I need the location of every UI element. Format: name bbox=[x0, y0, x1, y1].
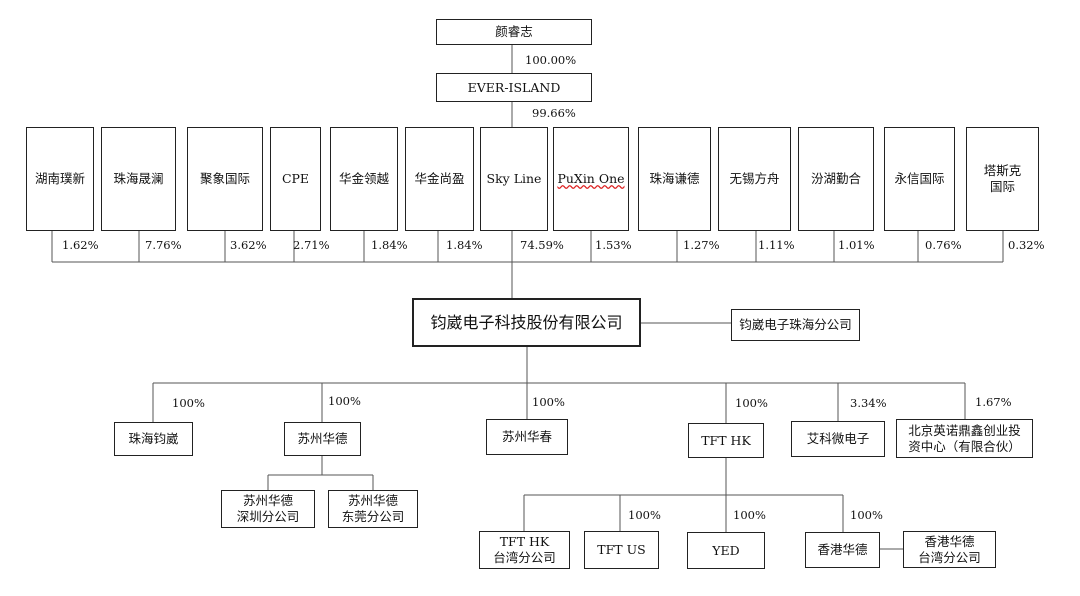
shareholder-pct: 1.84% bbox=[446, 238, 483, 252]
shareholder-box: 汾湖勤合 bbox=[798, 127, 874, 231]
shareholder-box: CPE bbox=[270, 127, 321, 231]
shareholder-pct: 1.84% bbox=[371, 238, 408, 252]
tfthk-child-pct: 100% bbox=[628, 508, 661, 522]
subsidiary-box: 珠海钧崴 bbox=[114, 422, 193, 456]
hk-branch-box: 香港华德 台湾分公司 bbox=[903, 531, 996, 568]
shareholder-pct: 0.32% bbox=[1008, 238, 1045, 252]
shareholder-label: PuXin One bbox=[557, 171, 625, 187]
subsidiary-pct: 100% bbox=[328, 394, 361, 408]
company-branch-box: 钧崴电子珠海分公司 bbox=[731, 309, 860, 341]
suzhou-branch-box: 苏州华德 东莞分公司 bbox=[328, 490, 418, 528]
shareholder-pct: 1.62% bbox=[62, 238, 99, 252]
shareholder-box: PuXin One bbox=[553, 127, 629, 231]
shareholder-box: 珠海晟澜 bbox=[101, 127, 176, 231]
subsidiary-pct: 100% bbox=[172, 396, 205, 410]
subsidiary-box: 苏州华德 bbox=[284, 422, 361, 456]
shareholder-pct: 7.76% bbox=[145, 238, 182, 252]
tfthk-child-box: TFT HK 台湾分公司 bbox=[479, 531, 570, 569]
shareholder-pct: 74.59% bbox=[520, 238, 564, 252]
shareholder-pct: 0.76% bbox=[925, 238, 962, 252]
tfthk-child-pct: 100% bbox=[850, 508, 883, 522]
shareholder-box: 华金尚盈 bbox=[405, 127, 474, 231]
subsidiary-box: TFT HK bbox=[688, 423, 764, 458]
shareholder-pct: 1.01% bbox=[838, 238, 875, 252]
tfthk-child-box: YED bbox=[687, 532, 765, 569]
subsidiary-box: 苏州华春 bbox=[486, 419, 568, 455]
holding-pct: 99.66% bbox=[532, 106, 576, 120]
shareholder-pct: 1.53% bbox=[595, 238, 632, 252]
subsidiary-box: 北京英诺鼎鑫创业投 资中心（有限合伙） bbox=[896, 419, 1033, 458]
tfthk-child-pct: 100% bbox=[733, 508, 766, 522]
shareholder-box: 塔斯克 国际 bbox=[966, 127, 1039, 231]
shareholder-box: 聚象国际 bbox=[187, 127, 263, 231]
tfthk-child-box: TFT US bbox=[584, 531, 659, 569]
shareholder-box: Sky Line bbox=[480, 127, 548, 231]
shareholder-pct: 1.11% bbox=[758, 238, 795, 252]
shareholder-box: 湖南璞新 bbox=[26, 127, 94, 231]
shareholder-pct: 2.71% bbox=[293, 238, 330, 252]
subsidiary-pct: 100% bbox=[735, 396, 768, 410]
subsidiary-box: 艾科微电子 bbox=[791, 421, 885, 457]
company-box: 钧崴电子科技股份有限公司 bbox=[412, 298, 641, 347]
subsidiary-pct: 3.34% bbox=[850, 396, 887, 410]
subsidiary-pct: 1.67% bbox=[975, 395, 1012, 409]
shareholder-box: 永信国际 bbox=[884, 127, 955, 231]
shareholder-pct: 3.62% bbox=[230, 238, 267, 252]
tfthk-child-box: 香港华德 bbox=[805, 532, 880, 568]
subsidiary-pct: 100% bbox=[532, 395, 565, 409]
shareholder-pct: 1.27% bbox=[683, 238, 720, 252]
owner-box: 颜睿志 bbox=[436, 19, 592, 45]
shareholder-box: 无锡方舟 bbox=[718, 127, 791, 231]
shareholder-box: 珠海谦德 bbox=[638, 127, 711, 231]
owner-pct: 100.00% bbox=[525, 53, 577, 67]
shareholder-box: 华金领越 bbox=[330, 127, 398, 231]
suzhou-branch-box: 苏州华德 深圳分公司 bbox=[221, 490, 315, 528]
holding-box: EVER-ISLAND bbox=[436, 73, 592, 102]
